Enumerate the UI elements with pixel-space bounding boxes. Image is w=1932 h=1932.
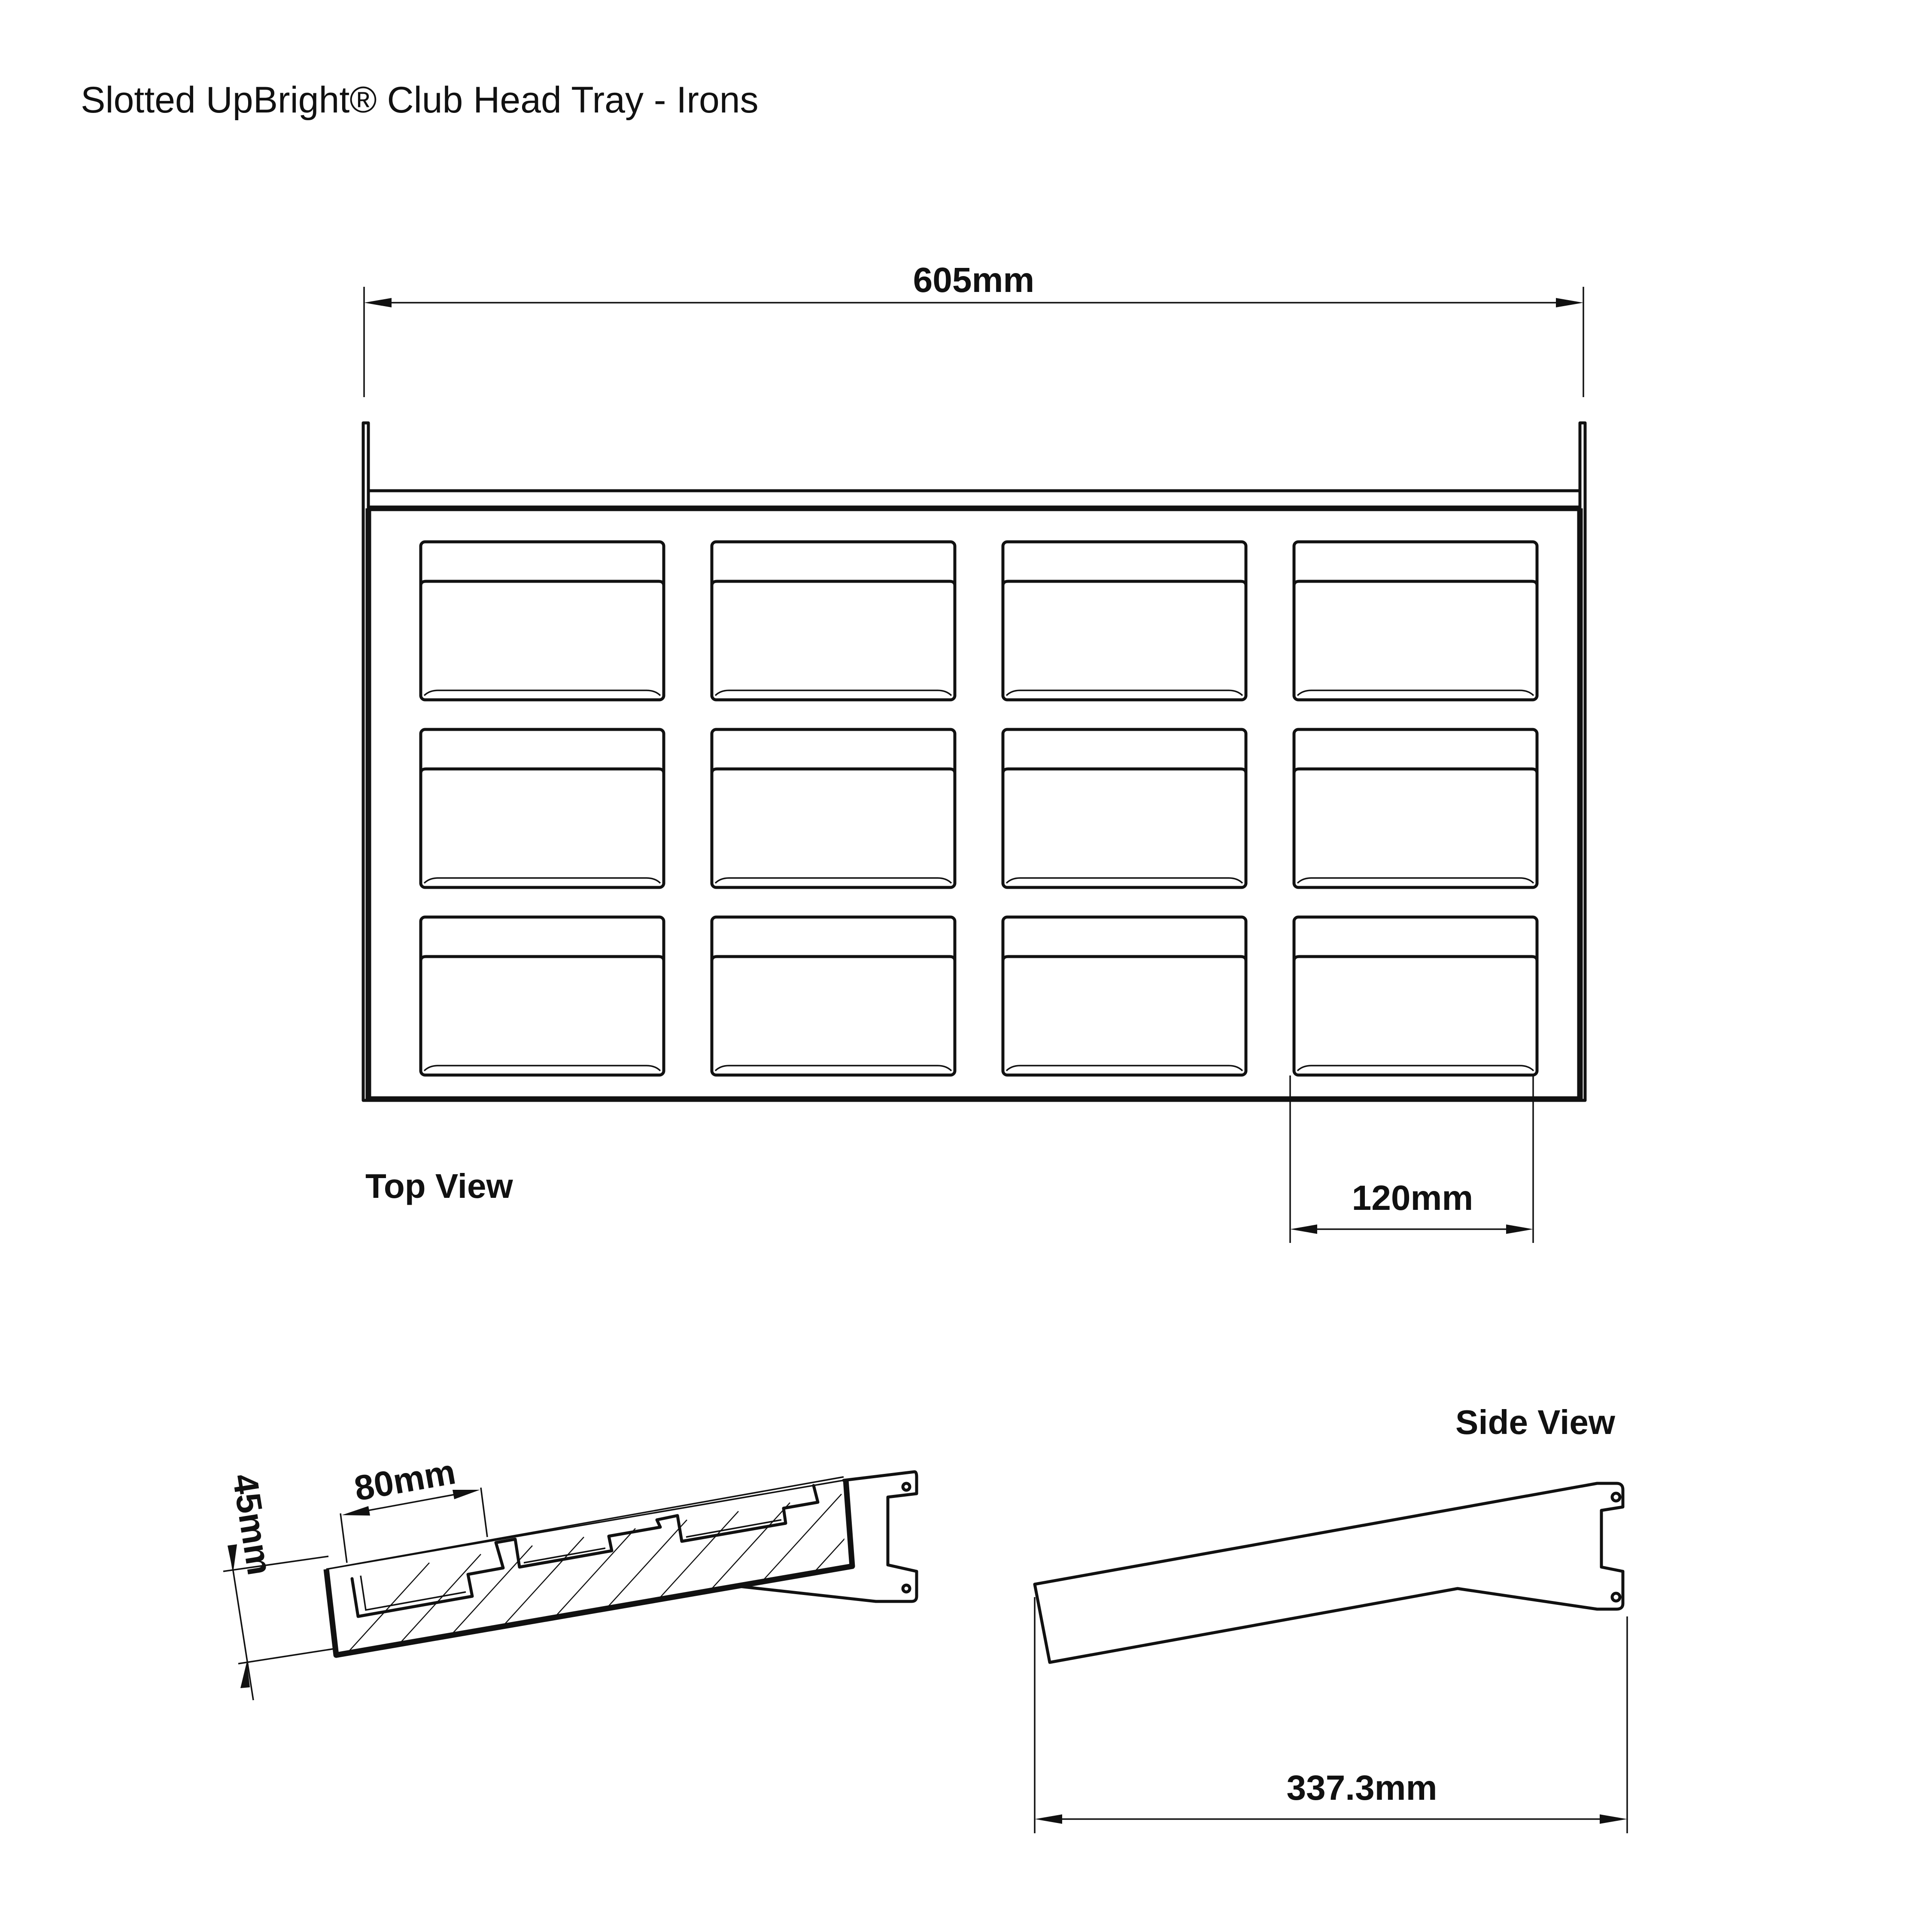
side-view-label: Side View (1455, 1403, 1616, 1441)
slot (1292, 540, 1539, 702)
slot (710, 915, 957, 1077)
side-view: Side View 337.3mm (1033, 1403, 1628, 1833)
side-depth-label: 337.3mm (1286, 1768, 1437, 1807)
top-view-label: Top View (365, 1167, 513, 1205)
slot (710, 540, 957, 702)
tray-height-dimension: 45mm (223, 1471, 335, 1701)
slot (1292, 915, 1539, 1077)
top-view: 605mm 120mm Top View (361, 261, 1587, 1243)
slot (1001, 728, 1248, 889)
slot (419, 728, 665, 889)
section-view: 80mm 45mm (223, 1452, 918, 1701)
slot-depth-label: 80mm (352, 1452, 459, 1509)
overall-width-label: 605mm (913, 261, 1035, 300)
side-depth-dimension: 337.3mm (1034, 1597, 1628, 1833)
slot (1001, 540, 1248, 702)
drawing-title: Slotted UpBright® Club Head Tray - Irons (81, 79, 759, 121)
slot-grid (419, 540, 1539, 1077)
slot (710, 728, 957, 889)
slot (1001, 915, 1248, 1077)
top-view-tray-outline (361, 421, 1587, 1102)
slot-width-dimension: 120mm (1289, 1075, 1534, 1243)
overall-width-dimension: 605mm (363, 261, 1584, 397)
slot-width-label: 120mm (1352, 1179, 1473, 1218)
slot-depth-dimension: 80mm (340, 1452, 488, 1563)
slot (1292, 728, 1539, 889)
slot (419, 915, 665, 1077)
slot (419, 540, 665, 702)
